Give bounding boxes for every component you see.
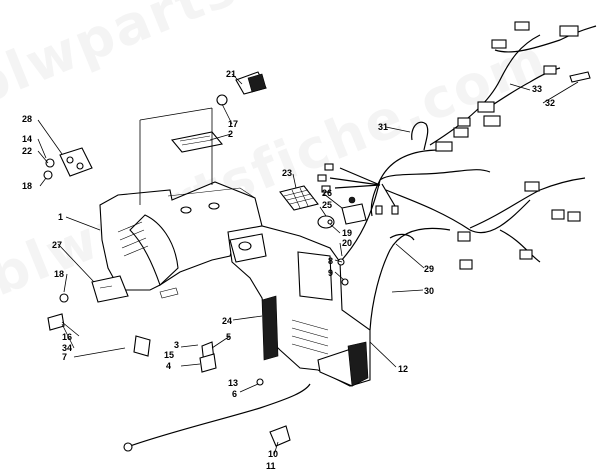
callout-2: 2 [228,129,233,139]
small-hardware [47,219,349,386]
callout-27: 27 [52,240,62,250]
callout-18-lower: 18 [54,269,64,279]
callout-22: 22 [22,146,32,156]
callout-labels: 1 2 3 4 5 6 7 8 9 10 11 12 13 14 15 16 1… [22,69,555,471]
callout-14: 14 [22,134,32,144]
callout-5: 5 [226,332,231,342]
callout-30: 30 [424,286,434,296]
decal-plate [170,131,224,153]
callout-12: 12 [398,364,408,374]
callout-34: 34 [62,343,72,353]
callout-26: 26 [322,188,332,198]
console-housing [99,181,263,291]
callout-17: 17 [228,119,238,129]
callout-15: 15 [164,350,174,360]
ignition-switch [317,196,367,229]
callout-13: 13 [228,378,238,388]
ground-cable [123,383,311,452]
callout-8: 8 [328,256,333,266]
grid-decal [279,185,319,211]
leader-lines [37,73,579,456]
callout-24: 24 [222,316,232,326]
connector-hook [411,117,471,152]
callout-19: 19 [342,228,352,238]
callout-32: 32 [545,98,555,108]
callout-21: 21 [226,69,236,79]
callout-1: 1 [58,212,63,222]
callout-10: 10 [268,449,278,459]
bracket [91,275,129,303]
callout-25: 25 [322,200,332,210]
callout-4: 4 [166,361,171,371]
lower-harness [389,177,586,270]
callout-11: 11 [266,461,276,471]
wire-harness [317,149,531,331]
callout-16: 16 [62,332,72,342]
upper-harness [429,21,597,146]
callout-33: 33 [532,84,542,94]
callout-18-upper: 18 [22,181,32,191]
callout-6: 6 [232,389,237,399]
callout-23: 23 [282,168,292,178]
mount-bracket [43,147,93,180]
callout-31: 31 [378,122,388,132]
callout-28: 28 [22,114,32,124]
key-switch [216,71,267,106]
callout-7: 7 [62,352,67,362]
callout-3: 3 [174,340,179,350]
callout-29: 29 [424,264,434,274]
callout-9: 9 [328,268,333,278]
side-panel [227,225,371,387]
callout-20: 20 [342,238,352,248]
